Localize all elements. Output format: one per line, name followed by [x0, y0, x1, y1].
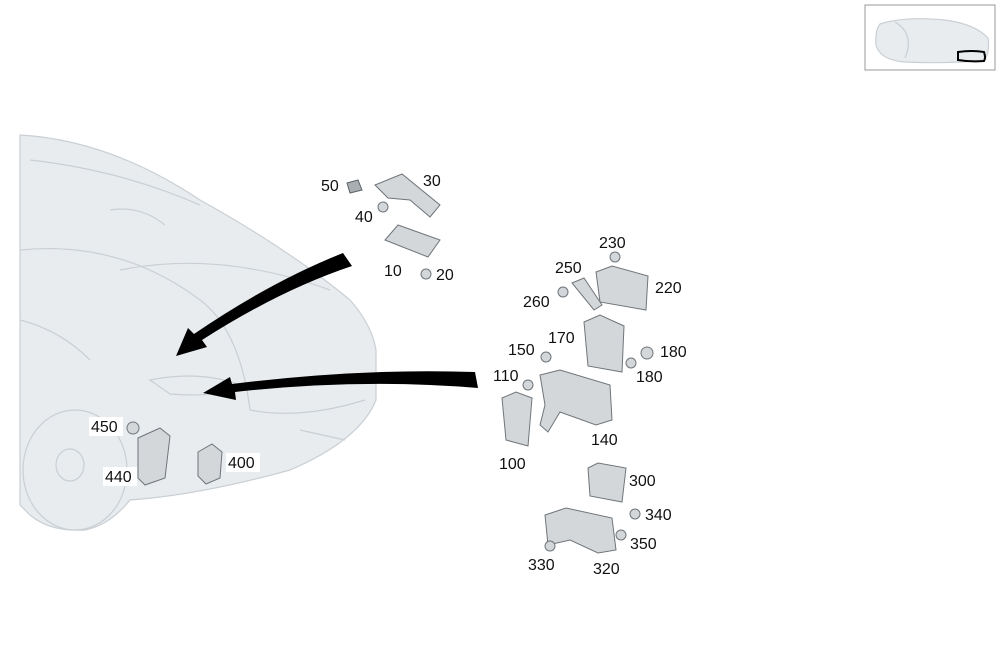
part-bracket-320: [544, 507, 617, 554]
part-bracket-30: [374, 173, 441, 218]
label-250: 250: [555, 260, 582, 277]
arrows: [176, 253, 478, 400]
label-400: 400: [228, 455, 255, 472]
label-180-upper: 180: [660, 344, 687, 361]
part-group-220: [557, 251, 649, 311]
part-nut-180-upper: [640, 346, 654, 360]
label-140: 140: [591, 432, 618, 449]
label-450: 450: [91, 419, 118, 436]
part-nut-150: [540, 351, 552, 363]
rear-area-highlight: [957, 50, 986, 63]
part-nut-260: [557, 286, 569, 298]
part-group-320: [544, 462, 641, 554]
part-nut-450: [126, 421, 140, 435]
part-nut-350: [615, 529, 627, 541]
part-nut-40: [377, 201, 389, 213]
label-30: 30: [423, 173, 441, 190]
label-180-lower: 180: [636, 369, 663, 386]
arrow-lower: [203, 371, 478, 400]
arrow-upper: [176, 253, 352, 356]
label-110: 110: [493, 368, 519, 385]
label-10: 10: [384, 263, 402, 280]
part-bracket-250: [571, 277, 603, 311]
label-150: 150: [508, 342, 535, 359]
label-220: 220: [655, 280, 682, 297]
label-300: 300: [629, 473, 656, 490]
part-nut-330: [544, 540, 556, 552]
part-group-440: [126, 421, 223, 486]
part-nut-50: [346, 179, 363, 194]
label-50: 50: [321, 178, 339, 195]
label-350: 350: [630, 536, 657, 553]
part-unit-300: [587, 462, 627, 503]
part-group-140: [501, 314, 654, 447]
part-nut-340: [629, 508, 641, 520]
label-260: 260: [523, 294, 550, 311]
part-nut-110: [522, 379, 534, 391]
label-320: 320: [593, 561, 620, 578]
part-unit-170: [583, 314, 625, 373]
part-module-440: [137, 427, 171, 486]
label-20: 20: [436, 267, 454, 284]
part-module-10: [384, 224, 441, 258]
part-frame-140: [539, 369, 613, 433]
label-340: 340: [645, 507, 672, 524]
part-unit-220: [595, 265, 649, 311]
callout-labels: 10 20 30 40 50 100 110 140 150 170 180 1…: [89, 173, 687, 578]
part-module-400: [197, 443, 223, 485]
label-230: 230: [599, 235, 626, 252]
part-nut-20: [420, 268, 432, 280]
label-170: 170: [548, 330, 575, 347]
label-40: 40: [355, 209, 373, 226]
part-module-100: [501, 391, 533, 447]
part-nut-180-lower: [625, 357, 637, 369]
label-100: 100: [499, 456, 526, 473]
label-440: 440: [105, 469, 132, 486]
locator-thumbnail: [864, 4, 996, 71]
part-group-top: [346, 173, 441, 280]
label-330: 330: [528, 557, 555, 574]
part-nut-230: [609, 251, 621, 263]
